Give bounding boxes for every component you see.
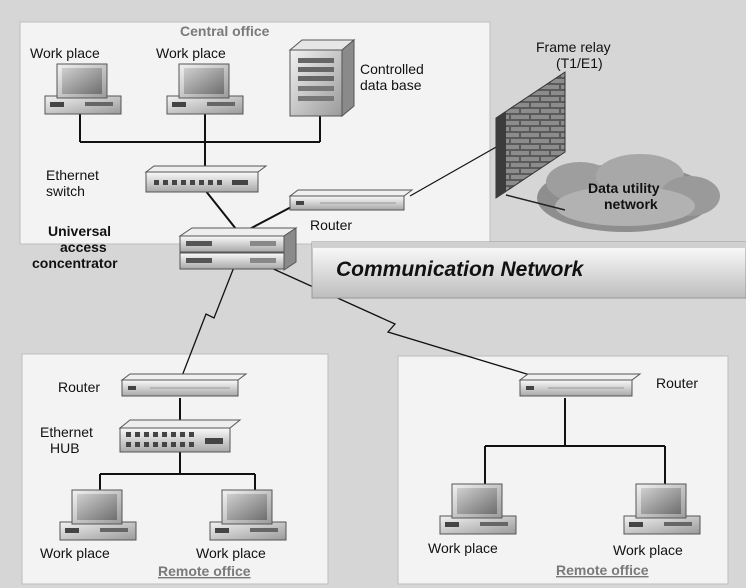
access-concentrator-icon — [178, 227, 298, 271]
work-place-label: Work place — [613, 542, 683, 558]
work-place-label: Work place — [40, 545, 110, 561]
router-label: Router — [656, 375, 698, 391]
workstation-icon — [59, 489, 137, 541]
frame-relay-label-line1: Frame relay — [536, 39, 611, 55]
remote-office-right-title: Remote office — [556, 562, 649, 578]
work-place-label: Work place — [156, 45, 226, 61]
ethernet-hub-icon — [118, 419, 242, 453]
switch-label-line2: switch — [46, 183, 85, 199]
workstation-icon — [166, 63, 244, 115]
work-place-label: Work place — [30, 45, 100, 61]
workstation-icon — [623, 483, 701, 535]
router-icon — [518, 373, 642, 397]
banner-title: Communication Network — [336, 258, 585, 281]
workstation-icon — [209, 489, 287, 541]
switch-label-line1: Ethernet — [46, 167, 99, 183]
database-label-line2: data base — [360, 77, 422, 93]
frame-relay-label-line2: (T1/E1) — [556, 55, 603, 71]
hub-label-line1: Ethernet — [40, 424, 93, 440]
hub-label-line2: HUB — [50, 440, 80, 456]
connection-lines — [79, 110, 666, 496]
work-place-label: Work place — [428, 540, 498, 556]
cloud-label-line2: network — [604, 196, 658, 212]
router-label: Router — [58, 379, 100, 395]
concentrator-label-line2: access — [60, 239, 107, 255]
workstation-icon — [44, 63, 122, 115]
work-place-label: Work place — [196, 545, 266, 561]
banner: Communication Network — [311, 241, 746, 299]
frame-relay-wall-icon — [495, 71, 566, 199]
database-server-icon — [288, 38, 356, 118]
router-icon — [288, 189, 414, 211]
wan-link-left — [181, 261, 237, 377]
workstation-icon — [439, 483, 517, 535]
central-office-panel — [19, 21, 491, 245]
router-icon — [120, 373, 248, 397]
remote-office-left-title: Remote office — [158, 563, 251, 579]
router-label: Router — [310, 217, 352, 233]
data-utility-cloud-icon — [537, 154, 720, 232]
concentrator-label-line3: concentrator — [32, 255, 118, 271]
central-office-title: Central office — [180, 23, 270, 39]
cloud-label-line1: Data utility — [588, 180, 660, 196]
concentrator-label-line1: Universal — [48, 223, 111, 239]
database-label-line1: Controlled — [360, 61, 424, 77]
ethernet-switch-icon — [144, 165, 268, 193]
